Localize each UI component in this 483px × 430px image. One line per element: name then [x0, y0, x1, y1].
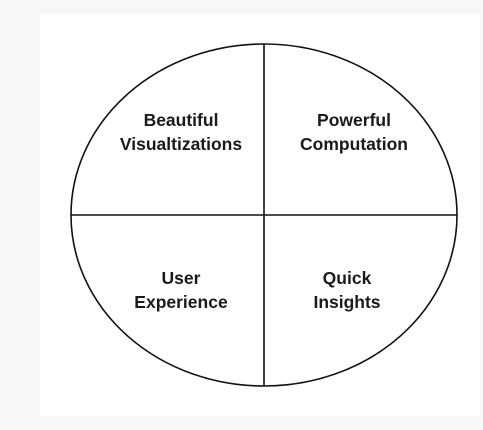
quadrant-label-line: Visualtizations	[120, 134, 242, 154]
quadrant-bottom-right: Quick Insights	[313, 268, 380, 312]
quadrant-top-right: Powerful Computation	[300, 110, 408, 154]
quadrant-bottom-left: User Experience	[134, 268, 228, 312]
quadrant-label-line: User	[162, 268, 201, 288]
quadrant-top-left: Beautiful Visualtizations	[120, 110, 242, 154]
quadrant-label-line: Powerful	[317, 110, 391, 130]
quadrant-label-line: Computation	[300, 134, 408, 154]
quadrant-label-line: Quick	[323, 268, 372, 288]
quadrant-label-line: Beautiful	[144, 110, 219, 130]
quadrant-label-line: Insights	[313, 292, 380, 312]
quadrant-label-line: Experience	[134, 292, 228, 312]
